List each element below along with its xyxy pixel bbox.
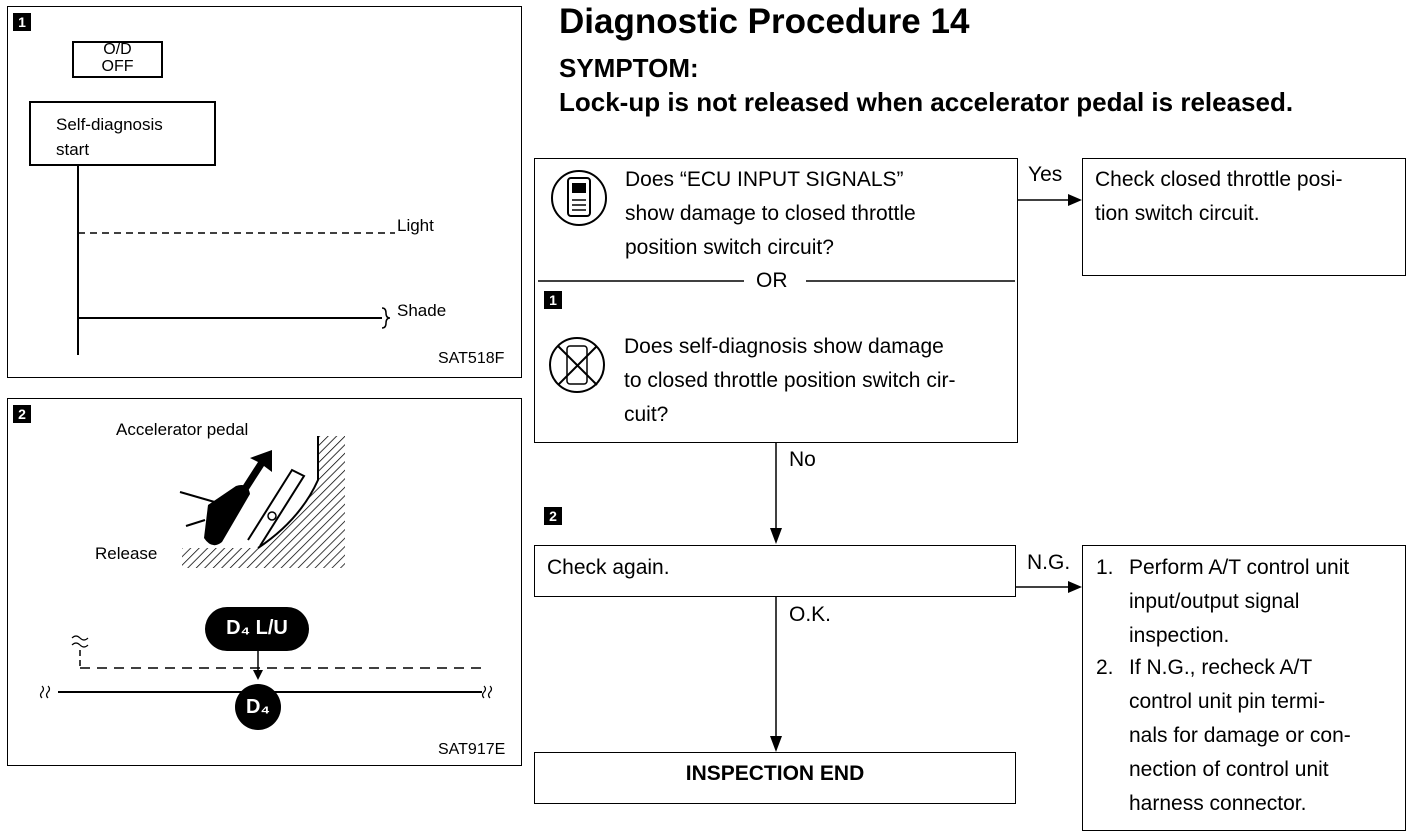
question-1-line-3: position switch circuit? — [625, 236, 834, 259]
self-diagnosis-start-box — [29, 101, 216, 166]
yes-result-line-1: Check closed throttle posi- — [1095, 168, 1343, 191]
ng-result-box — [1082, 545, 1406, 831]
question-2-line-2: to closed throttle position switch cir- — [624, 369, 956, 392]
yes-result-line-2: tion switch circuit. — [1095, 202, 1260, 225]
ok-label: O.K. — [789, 603, 832, 626]
check-again-text: Check again. — [547, 556, 670, 579]
yes-result-box — [1082, 158, 1406, 276]
od-off-indicator — [72, 41, 163, 78]
symptom-text: Lock-up is not released when accelerator… — [559, 87, 1294, 117]
light-label: Light — [397, 216, 434, 235]
question-box — [534, 158, 1018, 443]
ng-step-2-line-4: nection of control unit — [1129, 758, 1329, 781]
start-label: start — [56, 140, 90, 159]
question-2-line-1: Does self-diagnosis show damage — [624, 335, 944, 358]
self-diagnosis-label: Self-diagnosis — [56, 115, 163, 134]
no-label: No — [789, 448, 816, 471]
page-title: Diagnostic Procedure 14 — [559, 2, 970, 41]
accelerator-pedal-label: Accelerator pedal — [116, 420, 249, 439]
question-2-line-3: cuit? — [624, 403, 669, 426]
symptom-label: SYMPTOM: — [559, 53, 699, 83]
question-2-badge: 1 — [544, 291, 562, 309]
check-again-box — [534, 545, 1016, 597]
ng-step-2-line-5: harness connector. — [1129, 792, 1307, 815]
d4-label: D₄ — [246, 696, 270, 718]
figure-1-badge: 1 — [13, 13, 31, 31]
ng-step-1-number: 1. — [1096, 556, 1114, 579]
ng-step-2-line-1: If N.G., recheck A/T — [1129, 656, 1313, 679]
figure-2-badge: 2 — [13, 405, 31, 423]
yes-label: Yes — [1028, 163, 1063, 186]
inspection-end-box — [534, 752, 1016, 804]
ng-step-1-line-2: input/output signal — [1129, 590, 1300, 613]
or-separator: OR — [756, 269, 788, 292]
figure-2-code: SAT917E — [438, 741, 506, 758]
shade-label: Shade — [397, 301, 447, 320]
ng-step-1-line-1: Perform A/T control unit — [1129, 556, 1350, 579]
ng-step-1-line-3: inspection. — [1129, 624, 1230, 647]
od-label: O/D — [103, 41, 132, 58]
question-1-line-1: Does “ECU INPUT SIGNALS” — [625, 168, 904, 191]
off-label: OFF — [101, 58, 134, 75]
d4-lu-label: D₄ L/U — [226, 617, 288, 639]
ng-step-2-line-2: control unit pin termi- — [1129, 690, 1326, 713]
ng-label: N.G. — [1027, 551, 1071, 574]
ng-step-2-line-3: nals for damage or con- — [1129, 724, 1351, 747]
ng-step-2-number: 2. — [1096, 656, 1114, 679]
release-label: Release — [95, 544, 158, 563]
check-again-badge: 2 — [544, 507, 562, 525]
question-1-line-2: show damage to closed throttle — [625, 202, 916, 225]
figure-1-code: SAT518F — [438, 350, 505, 367]
inspection-end-text: INSPECTION END — [685, 762, 865, 785]
